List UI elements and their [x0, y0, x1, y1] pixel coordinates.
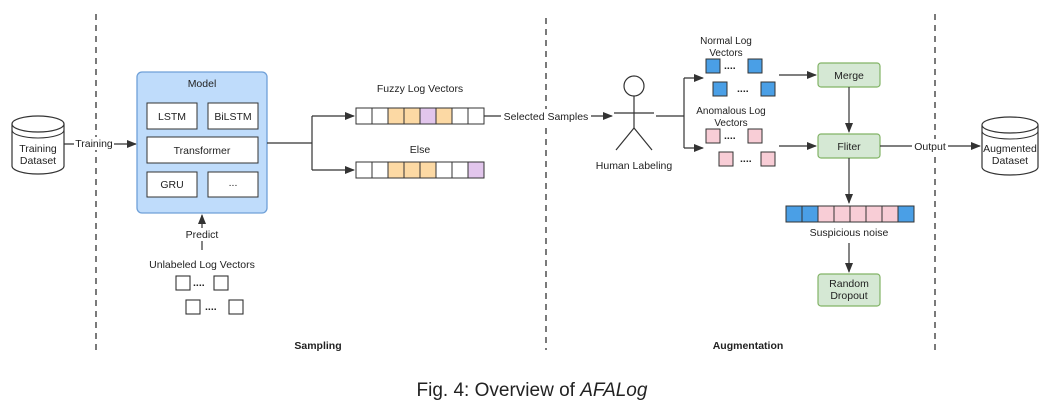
- anomalous-dots-1: ....: [724, 130, 736, 142]
- output-label: Output: [914, 141, 946, 153]
- normal-vectors: [705, 58, 776, 97]
- model-transformer: Transformer: [174, 145, 231, 157]
- anomalous-dots-2: ....: [740, 153, 752, 165]
- figure-caption: Fig. 4: Overview of AFALog: [417, 380, 648, 401]
- unlabeled-vectors: [175, 275, 244, 315]
- merge-box: Merge: [817, 62, 881, 88]
- filter-label: Fliter: [837, 141, 861, 153]
- section-label-augmentation: Augmentation: [713, 340, 784, 352]
- human-labeling-label: Human Labeling: [596, 160, 673, 172]
- selected-samples-label: Selected Samples: [504, 111, 589, 123]
- section-label-sampling: Sampling: [294, 340, 341, 352]
- section-separators: [95, 14, 936, 350]
- human-output-fork: [656, 78, 685, 148]
- suspicious-noise-label: Suspicious noise: [810, 227, 889, 239]
- else-label: Else: [410, 144, 431, 156]
- fuzzy-log-vectors-label: Fuzzy Log Vectors: [377, 83, 463, 95]
- caption-emph: AFALog: [579, 380, 648, 401]
- model-bilstm: BiLSTM: [214, 111, 251, 123]
- human-icon: [614, 75, 654, 151]
- anomalous-vectors: [705, 128, 776, 167]
- merge-label: Merge: [834, 70, 864, 82]
- model-output-fork: [267, 116, 313, 170]
- fuzzy-vector: [355, 107, 485, 125]
- suspicious-noise-vector: [785, 205, 915, 223]
- caption-prefix: Fig. 4: Overview of: [417, 380, 581, 401]
- model-lstm: LSTM: [158, 111, 186, 123]
- predict-label: Predict: [186, 229, 219, 241]
- model-gru: GRU: [160, 179, 183, 191]
- training-label: Training: [75, 138, 113, 150]
- filter-box: Fliter: [817, 133, 881, 159]
- normal-dots-1: ....: [724, 60, 736, 72]
- unlabeled-dots-2: ....: [205, 301, 217, 313]
- model-box: Model LSTM BiLSTM Transformer GRU ...: [136, 71, 268, 214]
- else-vector: [355, 161, 485, 179]
- model-more: ...: [229, 177, 238, 189]
- model-title: Model: [188, 78, 217, 90]
- unlabeled-log-vectors-label: Unlabeled Log Vectors: [149, 259, 255, 271]
- normal-dots-2: ....: [737, 83, 749, 95]
- unlabeled-dots-1: ....: [193, 277, 205, 289]
